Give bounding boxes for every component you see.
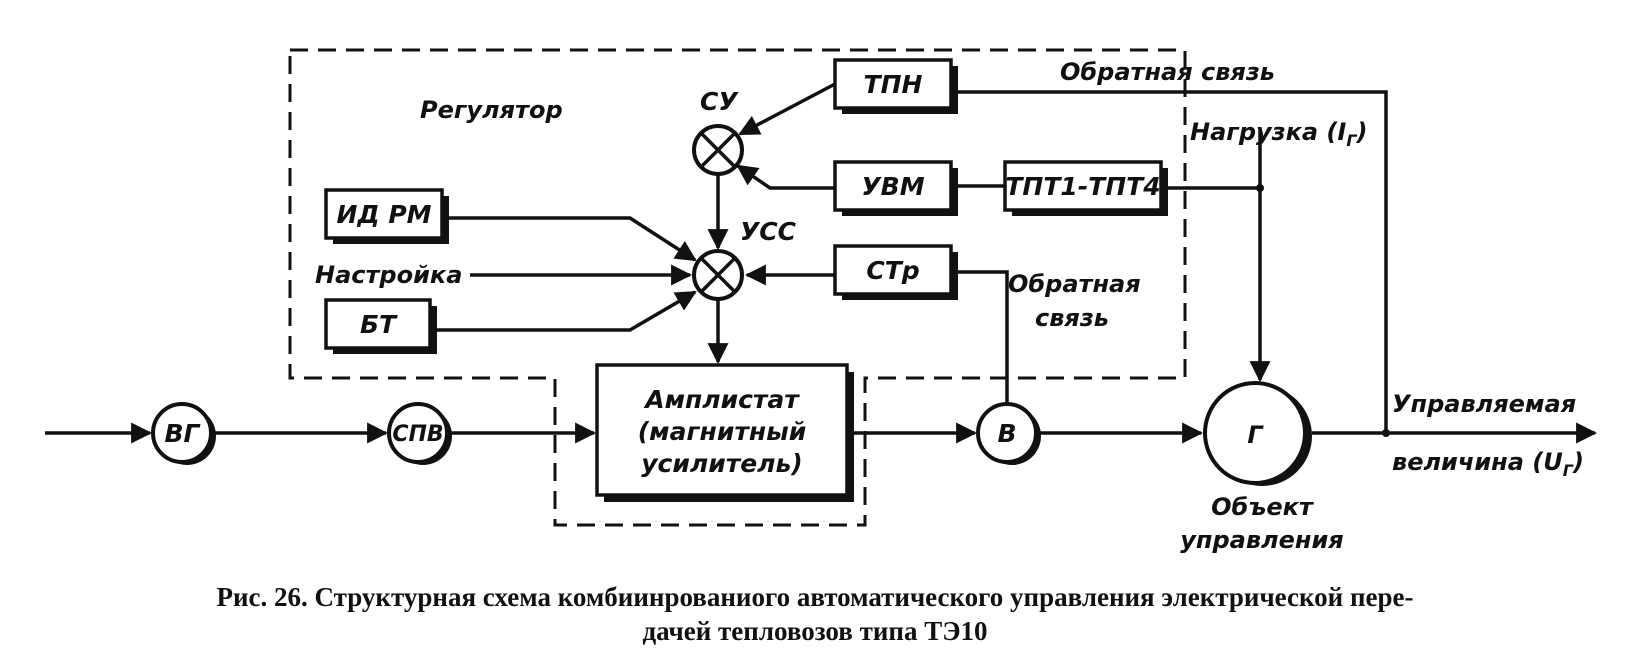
summing-node-uss: УСС: [692, 217, 797, 301]
node-v: В: [976, 402, 1041, 465]
block-amplistat: Амплистат (магнитный усилитель): [595, 363, 854, 502]
caption-line-2: дачей тепловозов типа ТЭ10: [642, 616, 987, 646]
regulator-label: Регулятор: [420, 96, 563, 124]
block-str: СТр: [833, 244, 958, 300]
summing-node-su: СУ: [692, 87, 744, 176]
svg-text:(магнитный: (магнитный: [638, 417, 806, 446]
uvm-to-su-line: [736, 164, 835, 190]
node-vg: ВГ: [151, 402, 216, 465]
block-tpn: ТПН: [833, 58, 958, 114]
load-label: Нагрузка (IГ): [1190, 118, 1368, 150]
svg-text:Амплистат: Амплистат: [643, 385, 800, 414]
feedback-mid-label-1: Обратная: [1008, 270, 1141, 298]
svg-text:Г: Г: [1247, 421, 1264, 449]
object-label-2: управления: [1180, 526, 1343, 554]
bt-to-uss-line: [430, 290, 697, 332]
controlled-label-2: величина (UГ): [1392, 448, 1584, 480]
feedback-mid-label-2: связь: [1035, 304, 1109, 332]
block-idrm: ИД РМ: [324, 188, 449, 244]
svg-text:СУ: СУ: [700, 87, 739, 116]
node-spv: СПВ: [387, 402, 452, 465]
idrm-to-uss-line: [442, 216, 697, 262]
svg-text:СПВ: СПВ: [392, 422, 443, 447]
svg-text:УСС: УСС: [740, 217, 797, 246]
setting-label: Настройка: [315, 261, 462, 289]
caption-line-1: Рис. 26. Структурная схема комбиинровани…: [216, 582, 1413, 612]
feedback-top-label: Обратная связь: [1060, 58, 1275, 86]
block-bt: БТ: [324, 298, 437, 354]
block-uvm: УВМ: [833, 160, 958, 216]
tpn-to-su-line: [738, 82, 836, 136]
block-tpt: ТПТ1-ТПТ4: [1003, 160, 1168, 216]
svg-text:БТ: БТ: [360, 310, 398, 339]
v-to-str-line: [951, 270, 1009, 404]
node-g: Г: [1203, 381, 1312, 486]
svg-text:усилитель): усилитель): [641, 449, 802, 478]
svg-text:ИД РМ: ИД РМ: [336, 200, 431, 229]
svg-text:УВМ: УВМ: [861, 172, 924, 201]
svg-text:В: В: [997, 419, 1016, 448]
regulator-boundary: [288, 48, 1187, 527]
object-label-1: Объект: [1211, 493, 1315, 521]
svg-text:ВГ: ВГ: [165, 419, 202, 448]
svg-text:ТПТ1-ТПТ4: ТПТ1-ТПТ4: [1005, 172, 1160, 201]
svg-text:СТр: СТр: [866, 256, 919, 285]
controlled-label-1: Управляемая: [1392, 390, 1576, 418]
svg-text:ТПН: ТПН: [864, 70, 923, 99]
feedback-top-line: [958, 90, 1388, 433]
